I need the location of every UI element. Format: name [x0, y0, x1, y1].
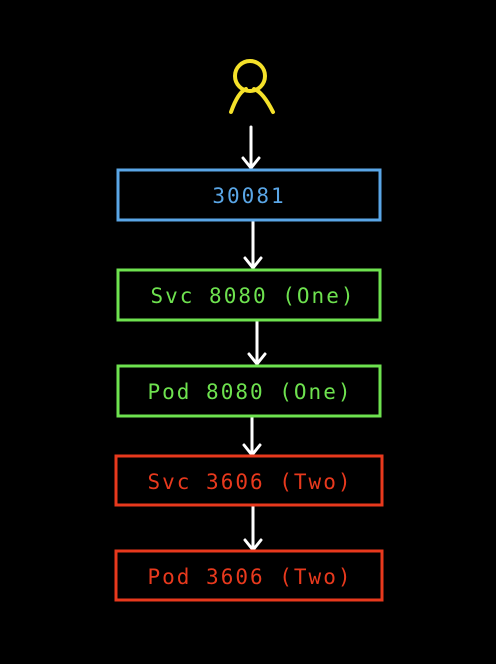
node-pod-one: Pod 8080 (One): [116, 364, 382, 418]
node-pod-two: Pod 3606 (Two): [114, 549, 384, 602]
node-svc-one: Svc 8080 (One): [116, 268, 382, 322]
arrow-nodeport-to-svc-one: [243, 220, 263, 270]
arrow-pod-one-to-svc-two: [242, 414, 262, 457]
node-label: 30081: [212, 184, 285, 208]
person-icon: [229, 59, 275, 114]
arrow-user-to-nodeport: [241, 125, 261, 170]
node-label: Svc 8080 (One): [150, 284, 355, 308]
node-label: Svc 3606 (Two): [147, 470, 352, 494]
node-label: Pod 3606 (Two): [147, 565, 352, 589]
node-svc-two: Svc 3606 (Two): [114, 454, 384, 507]
node-nodeport: 30081: [116, 168, 382, 222]
arrow-svc-one-to-pod-one: [247, 318, 267, 366]
arrow-svc-two-to-pod-two: [243, 503, 263, 552]
node-label: Pod 8080 (One): [147, 380, 352, 404]
